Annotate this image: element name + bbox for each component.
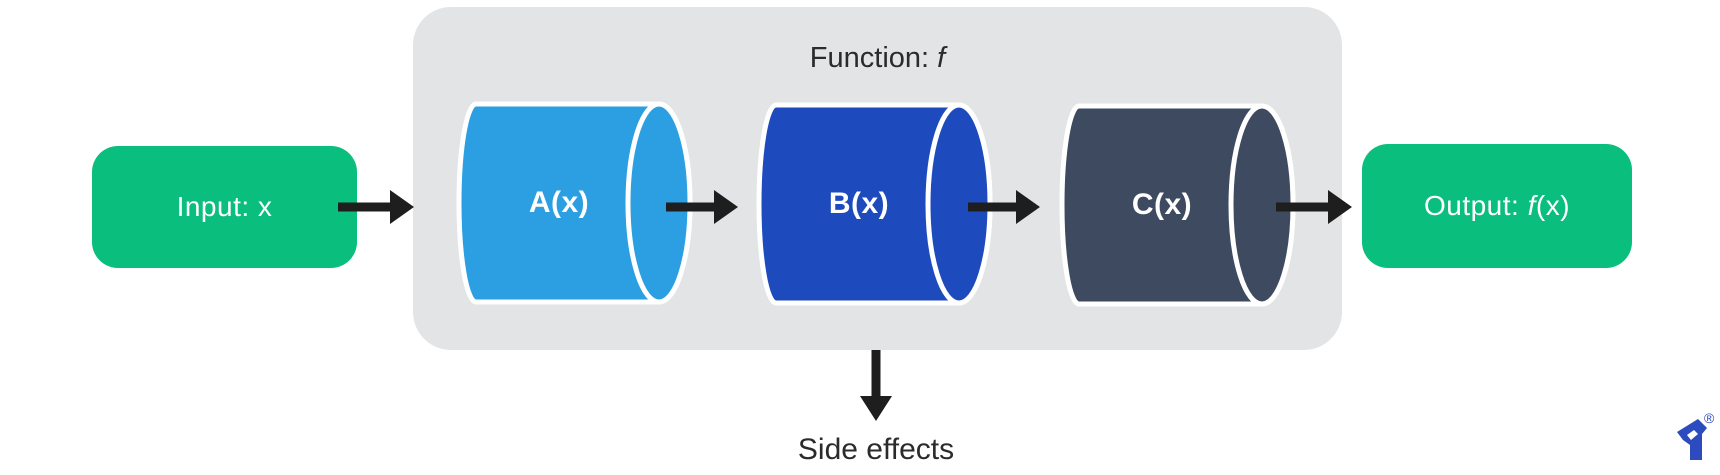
cylinder-b-shape xyxy=(756,102,993,306)
function-title: Function: f xyxy=(413,42,1342,75)
arrow-side-effects-down xyxy=(860,350,892,421)
toptal-logo-icon xyxy=(1677,419,1707,460)
arrow-stage-c-to-output xyxy=(1276,190,1352,224)
cylinder-c-shape xyxy=(1059,103,1296,307)
output-label-symbol: f xyxy=(1527,190,1536,221)
input-node: Input: x xyxy=(92,146,357,268)
cylinder-a-shape xyxy=(456,101,693,305)
arrow-stage-b-to-c xyxy=(968,190,1040,224)
output-label-suffix: (x) xyxy=(1535,190,1571,221)
stage-cylinder-a: A(x) xyxy=(456,100,694,306)
function-title-symbol: f xyxy=(937,42,946,74)
stage-cylinder-c: C(x) xyxy=(1059,102,1297,308)
function-title-prefix: Function: xyxy=(809,42,938,74)
side-effects-label: Side effects xyxy=(797,433,955,466)
output-node: Output: f(x) xyxy=(1362,144,1632,268)
output-node-label: Output: f(x) xyxy=(1424,190,1570,222)
arrow-stage-a-to-b xyxy=(666,190,738,224)
input-node-label: Input: x xyxy=(176,191,273,222)
arrow-input-to-stage-a xyxy=(338,190,414,224)
output-label-prefix: Output: xyxy=(1423,190,1528,221)
registered-trademark-symbol: ® xyxy=(1704,410,1715,426)
stage-cylinder-b: B(x) xyxy=(756,101,994,307)
